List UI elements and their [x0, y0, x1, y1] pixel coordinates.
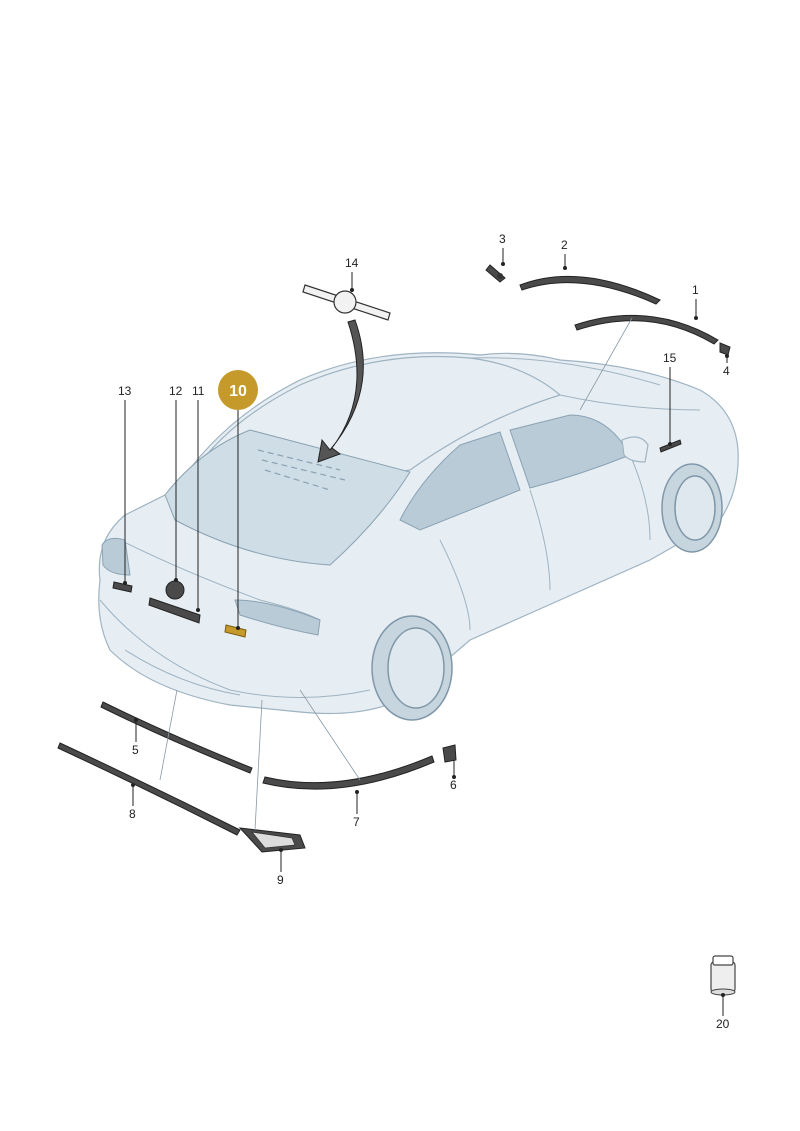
- callout-8: 8: [129, 783, 136, 821]
- part-11-trim: [148, 597, 201, 624]
- callout-5: 5: [132, 718, 139, 757]
- callout-14-label: 14: [345, 256, 359, 270]
- callout-9-label: 9: [277, 873, 284, 887]
- part-5-trim: [100, 701, 253, 774]
- part-12-logo: [165, 580, 185, 600]
- part-1-roof-strip: [574, 314, 719, 345]
- part-14-strip: [302, 284, 391, 321]
- callout-11-label: 11: [192, 384, 205, 398]
- part-6-clip: [442, 744, 457, 763]
- callout-2-label: 2: [561, 238, 568, 252]
- callout-15-label: 15: [663, 351, 677, 365]
- callout-3: 3: [499, 232, 506, 266]
- callout-9: 9: [277, 848, 284, 887]
- callout-7-label: 7: [353, 815, 360, 829]
- callout-4: 4: [723, 354, 730, 378]
- side-window-rear: [399, 431, 521, 531]
- callout-12: 12: [169, 384, 183, 582]
- callout-2: 2: [561, 238, 568, 270]
- callout-10-label: 10: [229, 383, 247, 400]
- rear-window: [164, 429, 411, 566]
- callout-10: 10: [218, 370, 258, 630]
- callout-1-label: 1: [692, 283, 699, 297]
- part-7-trim: [262, 755, 435, 790]
- callout-1: 1: [692, 283, 699, 320]
- part-8-trim: [57, 742, 241, 836]
- part-20-container: [710, 955, 736, 996]
- callout-5-label: 5: [132, 743, 139, 757]
- callout-7: 7: [353, 790, 360, 829]
- callout-11: 11: [192, 384, 205, 612]
- callout-20: 20: [716, 993, 730, 1031]
- callout-13: 13: [118, 384, 132, 585]
- assembly-arrow: [317, 319, 364, 463]
- callout-4-label: 4: [723, 364, 730, 378]
- part-4-clip: [719, 342, 731, 356]
- callout-3-label: 3: [499, 232, 506, 246]
- part-15-badge: [659, 439, 682, 453]
- part-9-grille: [238, 827, 306, 853]
- part-3-clip: [485, 264, 506, 283]
- part-2-roof-strip: [519, 275, 661, 305]
- callout-15: 15: [663, 351, 677, 446]
- callout-13-label: 13: [118, 384, 132, 398]
- callout-14: 14: [345, 256, 359, 292]
- car-illustration: [98, 352, 739, 721]
- callout-12-label: 12: [169, 384, 183, 398]
- callout-6-label: 6: [450, 778, 457, 792]
- callout-20-label: 20: [716, 1017, 730, 1031]
- callout-8-label: 8: [129, 807, 136, 821]
- callout-6: 6: [450, 760, 457, 792]
- callout-10-badge: [218, 370, 258, 410]
